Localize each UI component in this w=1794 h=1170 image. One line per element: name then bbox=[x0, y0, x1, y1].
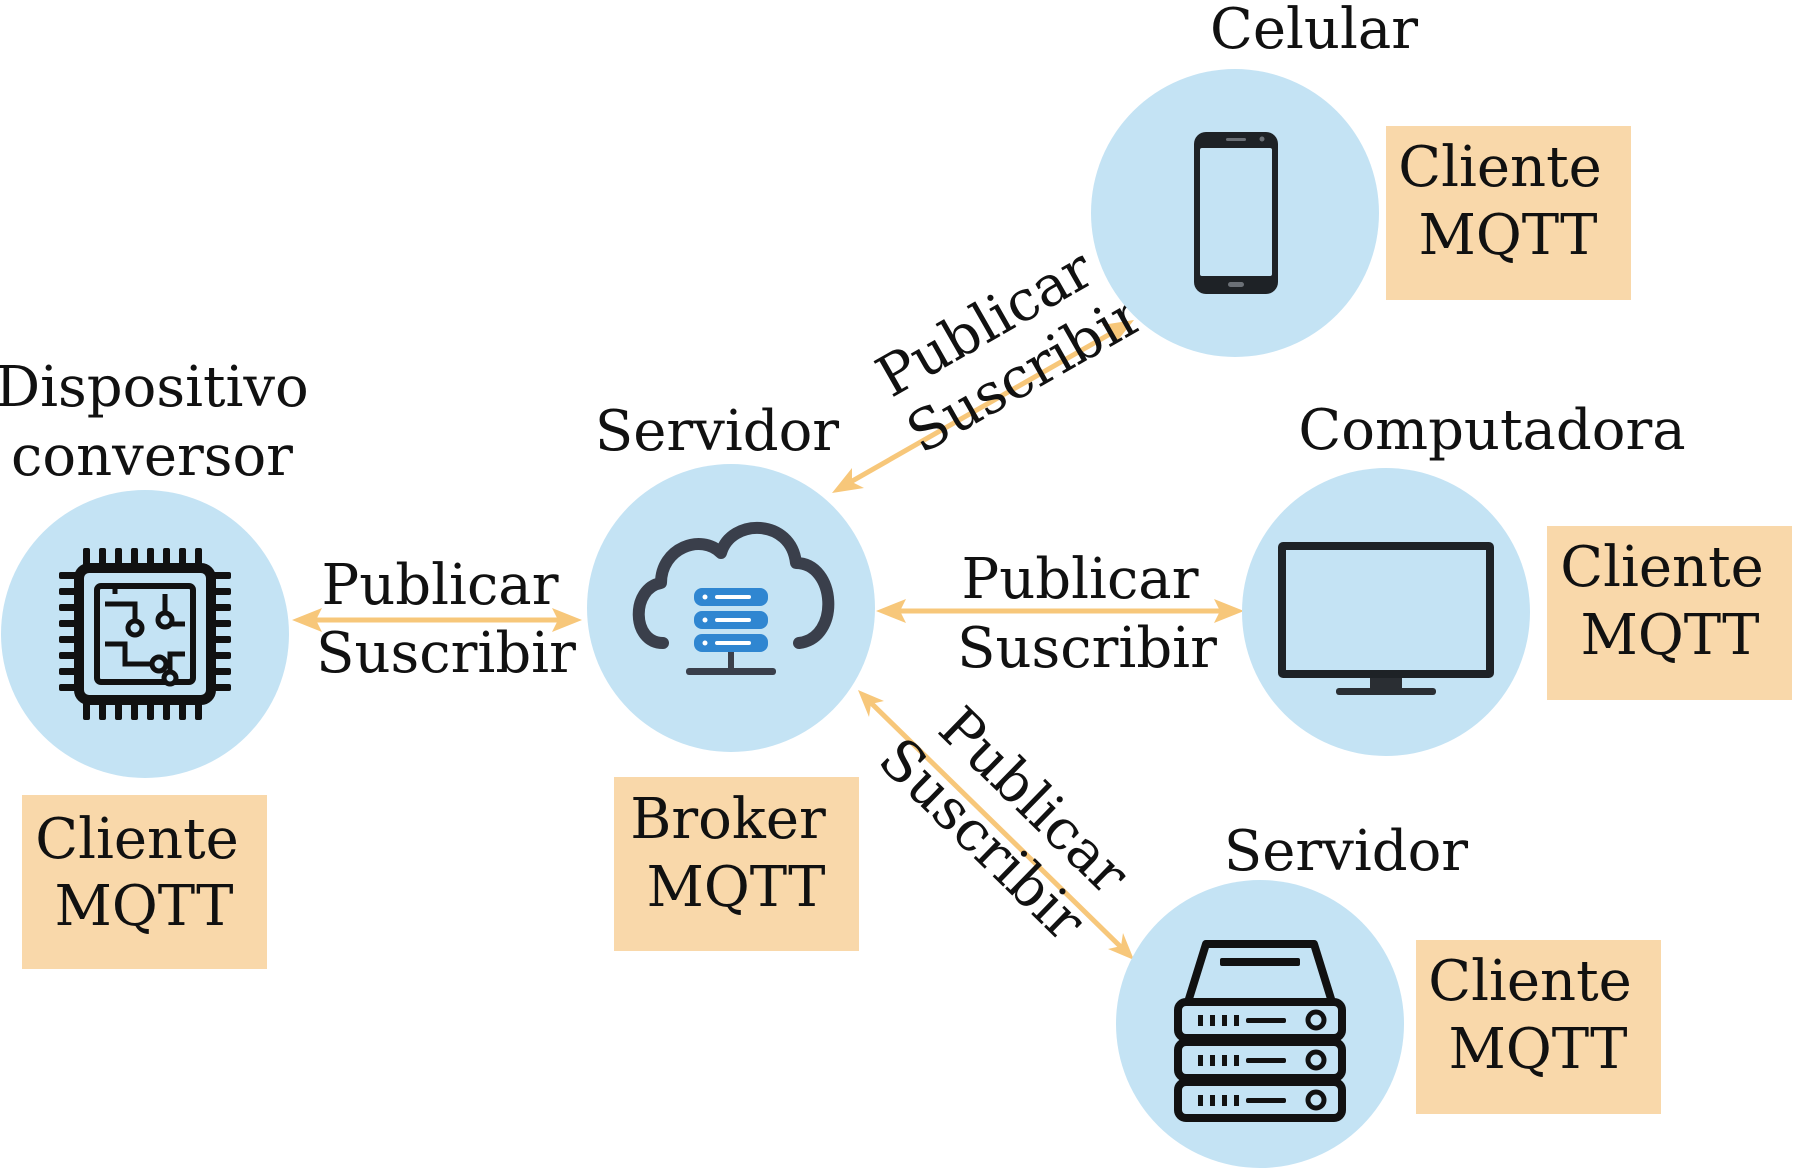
computer-title: Computadora bbox=[1298, 398, 1685, 463]
phone-tag bbox=[1386, 126, 1631, 300]
link-computer-subscribe-label: Suscribir bbox=[957, 616, 1217, 681]
smartphone-icon bbox=[1194, 132, 1278, 294]
phone-title: Celular bbox=[1210, 0, 1418, 62]
device-title-line2: conversor bbox=[11, 424, 293, 489]
link-device-subscribe-label: Suscribir bbox=[316, 621, 576, 686]
server-title: Servidor bbox=[1224, 819, 1468, 884]
phone-tag-line2: MQTT bbox=[1419, 203, 1598, 268]
cloud-server-icon bbox=[632, 522, 835, 675]
node-computer: Computadora Cliente MQTT bbox=[1242, 398, 1792, 756]
node-server: Servidor bbox=[1116, 819, 1661, 1168]
link-device-publish-label: Publicar bbox=[322, 553, 559, 618]
computer-tag-line1: Cliente bbox=[1560, 535, 1764, 600]
node-device: Dispositivo conversor bbox=[0, 355, 309, 969]
computer-tag-line2: MQTT bbox=[1581, 603, 1760, 668]
node-broker: Servidor Broker MQTT bbox=[587, 399, 875, 951]
monitor-icon bbox=[1278, 542, 1494, 695]
microchip-icon bbox=[59, 548, 231, 720]
server-tag bbox=[1416, 940, 1661, 1114]
link-device-broker: Publicar Suscribir bbox=[292, 553, 582, 686]
device-tag bbox=[22, 795, 267, 969]
computer-tag bbox=[1547, 526, 1792, 700]
device-tag-line1: Cliente bbox=[35, 807, 239, 872]
broker-tag bbox=[614, 777, 859, 951]
link-computer-publish-label: Publicar bbox=[962, 547, 1199, 612]
device-tag-line2: MQTT bbox=[55, 874, 234, 939]
server-tag-line1: Cliente bbox=[1428, 949, 1632, 1014]
server-circle bbox=[1116, 880, 1404, 1168]
device-title-line1: Dispositivo bbox=[0, 355, 309, 420]
link-broker-computer: Publicar Suscribir bbox=[876, 547, 1244, 681]
device-circle bbox=[1, 490, 289, 778]
server-rack-icon bbox=[1174, 940, 1346, 1122]
server-tag-line2: MQTT bbox=[1449, 1017, 1628, 1082]
broker-title: Servidor bbox=[595, 399, 839, 464]
phone-tag-line1: Cliente bbox=[1398, 135, 1602, 200]
link-broker-server: Publicar Suscribir bbox=[858, 690, 1141, 960]
broker-tag-line1: Broker bbox=[630, 787, 826, 852]
broker-tag-line2: MQTT bbox=[647, 855, 826, 920]
broker-circle bbox=[587, 464, 875, 752]
node-phone: Celular Cliente MQTT bbox=[1091, 0, 1631, 357]
